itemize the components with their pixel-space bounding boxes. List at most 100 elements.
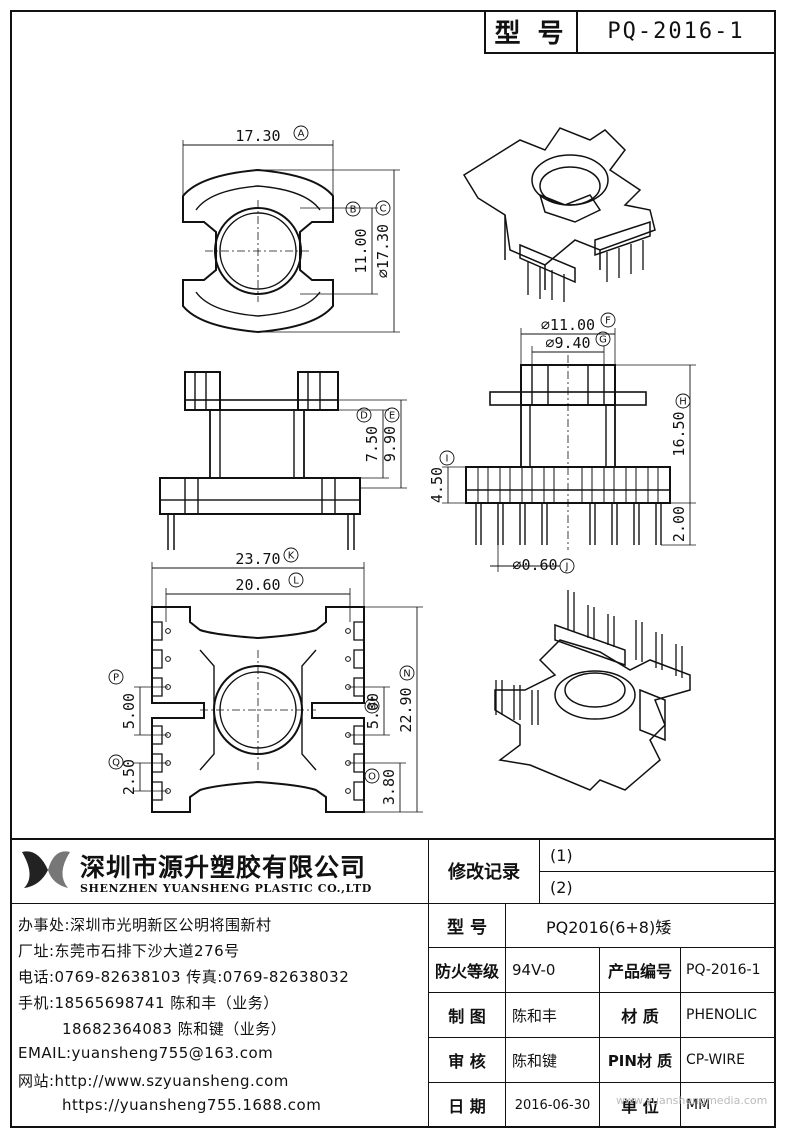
- dim-letter-circle: [293, 125, 309, 141]
- dim-letter-p: P: [113, 673, 119, 684]
- title-block: [10, 838, 776, 1128]
- top-view-outline: [182, 168, 334, 334]
- top-view: [182, 140, 400, 334]
- mobile-1: 手机:18565698741 陈和丰（业务）: [18, 994, 279, 1012]
- material-label: 材 质: [599, 992, 681, 1038]
- email: EMAIL:yuansheng755@163.com: [18, 1044, 274, 1062]
- phone-fax: 电话:0769-82638103 传真:0769-82638032: [18, 968, 350, 986]
- dim-letter-circle: [356, 407, 372, 423]
- material-value: PHENOLIC: [680, 992, 776, 1038]
- dim-bottom-small-r: 3.80: [380, 769, 398, 805]
- dim-letter-circle: [108, 669, 124, 685]
- dim-pin-diameter: ⌀0.60: [512, 556, 557, 574]
- technical-drawing: 17.30 11.00⌀17.30 7.509.90 ⌀11.00⌀9.40 16.50…: [108, 125, 696, 813]
- header-box: 型 号 PQ-2016-1: [484, 10, 776, 54]
- dim-letter-i: I: [446, 454, 449, 465]
- pin-material-label: PIN材 质: [599, 1037, 681, 1083]
- dim-letter-circle: [559, 558, 575, 574]
- pin-material-value: CP-WIRE: [680, 1037, 776, 1083]
- mobile-2: 18682364083 陈和键（业务）: [62, 1020, 287, 1038]
- dim-letter-j: J: [565, 562, 569, 573]
- drafter-label: 制 图: [428, 992, 506, 1038]
- product-no-label: 产品编号: [599, 947, 681, 993]
- dim-side-outer: ⌀11.00: [541, 316, 595, 334]
- dim-top-width: 17.30: [235, 127, 280, 145]
- watermark: www.yuanshengmedia.com: [616, 1094, 768, 1107]
- dim-letter-a: A: [298, 129, 305, 140]
- dim-letter-m: M: [368, 702, 377, 713]
- dim-bottom-small-l: 2.50: [120, 759, 138, 795]
- dim-front-height: 7.50: [363, 426, 381, 462]
- model-value: PQ2016(6+8)矮: [505, 903, 776, 948]
- company-name-cn: 深圳市源升塑胶有限公司: [80, 853, 367, 882]
- header-label: 型 号: [486, 10, 578, 52]
- dim-front-height-2: 9.90: [381, 426, 399, 462]
- dim-letter-n: N: [403, 669, 410, 680]
- dim-side-height: 16.50: [670, 411, 688, 456]
- revision-2: (2): [539, 871, 776, 904]
- dim-side-base: 4.50: [428, 467, 446, 503]
- dim-letter-d: D: [360, 411, 368, 422]
- dim-letter-h: H: [679, 397, 687, 408]
- date-value: 2016-06-30: [505, 1082, 600, 1128]
- divider: [10, 903, 428, 904]
- dim-letter-c: C: [380, 204, 387, 215]
- dim-side-inner: ⌀9.40: [545, 334, 590, 352]
- dim-letter-o: O: [368, 772, 376, 783]
- company-logo: [22, 851, 70, 888]
- revision-1: (1): [539, 838, 776, 872]
- dim-letter-circle: [439, 450, 455, 466]
- fire-rating-label: 防火等级: [428, 947, 506, 993]
- drafter-value: 陈和丰: [505, 992, 600, 1038]
- unit-value: MM: [680, 1082, 776, 1128]
- dim-letter-l: L: [293, 576, 299, 587]
- dim-side-pin: 2.00: [670, 506, 688, 542]
- dim-top-bore: 11.00: [352, 228, 370, 273]
- iso-view-bottom: [494, 590, 691, 791]
- model-label: 型 号: [428, 903, 506, 948]
- dim-letter-f: F: [605, 316, 611, 327]
- dim-letter-q: Q: [112, 758, 120, 769]
- header-value: PQ-2016-1: [607, 18, 745, 44]
- office-address: 办事处:深圳市光明新区公明将围新村: [18, 916, 272, 934]
- date-label: 日 期: [428, 1082, 506, 1128]
- dim-letter-circle: [595, 331, 611, 347]
- dim-letter-e: E: [389, 411, 395, 422]
- side-view: [442, 328, 696, 572]
- reviewer-value: 陈和键: [505, 1037, 600, 1083]
- dim-bottom-height: 22.90: [397, 687, 415, 732]
- dim-letter-circle: [600, 312, 616, 328]
- dim-letter-circle: [364, 768, 380, 784]
- dim-letter-circle: [384, 407, 400, 423]
- dim-letter-circle: [364, 698, 380, 714]
- dim-letter-circle: [288, 572, 304, 588]
- website-1: 网站:http://www.szyuansheng.com: [18, 1072, 289, 1090]
- dim-letter-b: B: [350, 205, 357, 216]
- website-2: https://yuansheng755.1688.com: [62, 1096, 322, 1114]
- dim-letter-circle: [108, 754, 124, 770]
- dim-letter-circle: [375, 200, 391, 216]
- dim-bottom-inner: 20.60: [235, 576, 280, 594]
- iso-view-top: [462, 127, 656, 302]
- dim-letter-circle: [345, 201, 361, 217]
- dim-letter-circle: [283, 547, 299, 563]
- front-view: [159, 371, 407, 550]
- company-name-en: SHENZHEN YUANSHENG PLASTIC CO.,LTD: [80, 882, 372, 895]
- factory-address: 厂址:东莞市石排下沙大道276号: [18, 942, 240, 960]
- dim-letter-circle: [399, 665, 415, 681]
- dim-bottom-pitch-l: 5.00: [120, 693, 138, 729]
- fire-rating-value: 94V-0: [505, 947, 600, 993]
- bottom-view: [134, 562, 423, 813]
- dim-letter-g: G: [599, 335, 607, 346]
- reviewer-label: 审 核: [428, 1037, 506, 1083]
- dim-top-height: ⌀17.30: [374, 224, 392, 278]
- top-view-inner-line: [195, 291, 321, 317]
- revision-label: 修改记录: [428, 838, 540, 904]
- product-no-value: PQ-2016-1: [680, 947, 776, 993]
- dim-bottom-width: 23.70: [235, 550, 280, 568]
- sheet-border: [10, 10, 776, 1128]
- top-view-inner-line: [195, 185, 321, 211]
- dim-letter-circle: [675, 393, 691, 409]
- dim-letter-k: K: [288, 551, 295, 562]
